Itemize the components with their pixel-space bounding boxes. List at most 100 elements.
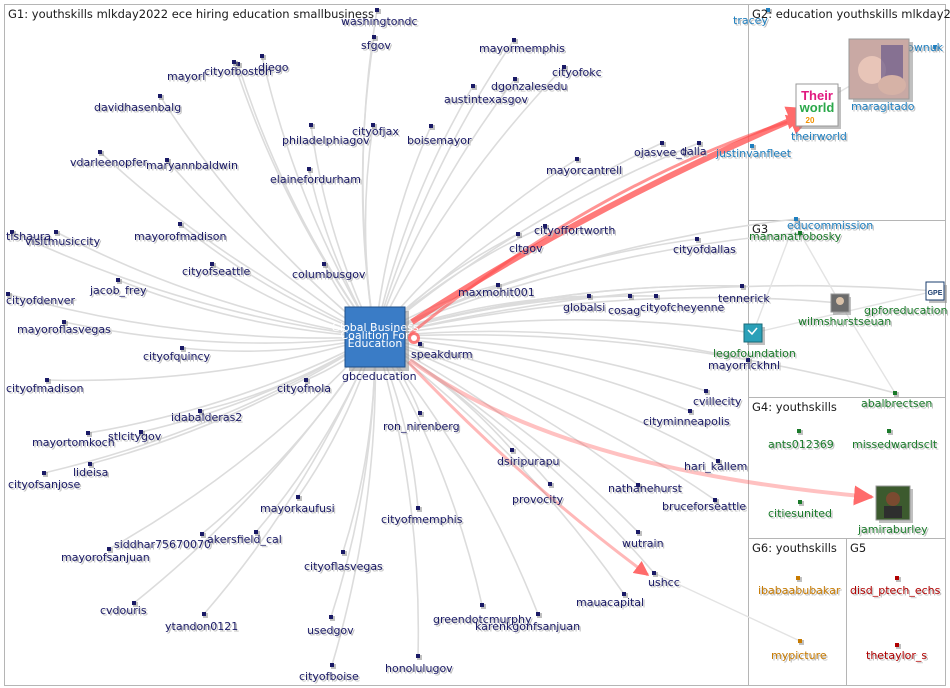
node-jamiraburley-avatar[interactable] (875, 485, 913, 523)
node-gpforeducation-image[interactable]: GPE (925, 281, 947, 303)
node-marker (45, 378, 49, 382)
node-marker (254, 530, 258, 534)
hub-node-gbceducation[interactable]: Global Business Coalition For Education … (331, 306, 420, 383)
node-theirworld-image[interactable]: Their world 20 (795, 83, 841, 129)
node-wilmshurstseuan-avatar[interactable] (830, 293, 851, 315)
node-label-shadow: philadelphiagov (284, 136, 372, 149)
node-marker (543, 224, 547, 228)
node-maragitado-avatar[interactable] (848, 38, 913, 102)
node-legofoundation-image[interactable] (743, 323, 765, 345)
node-label: jamiraburley (857, 523, 928, 536)
